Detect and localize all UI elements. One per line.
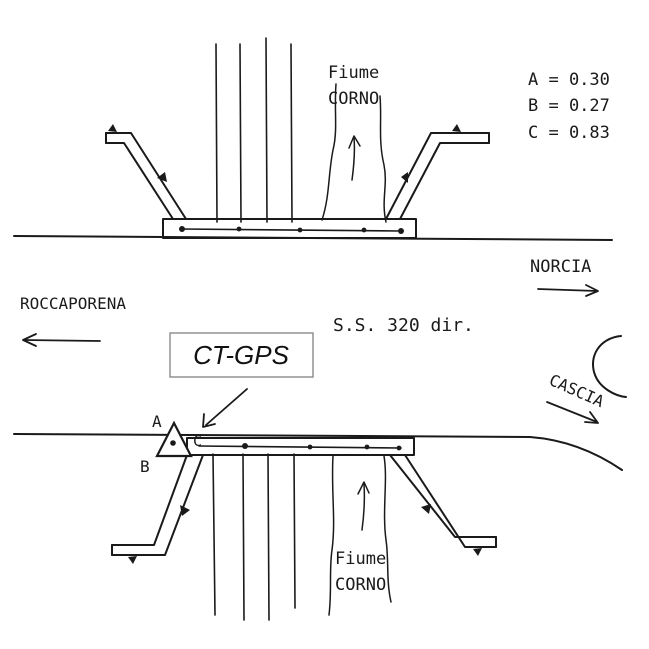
- point-b-label: B: [140, 457, 150, 476]
- river-top-label-2: CORNO: [328, 89, 379, 109]
- channel-lines: [212, 37, 296, 621]
- river-bottom-label-1: Fiume: [335, 549, 386, 569]
- lower-bridge-deck: [186, 437, 415, 456]
- measurement-c: C = 0.83: [528, 123, 610, 143]
- measurement-b: B = 0.27: [528, 96, 610, 116]
- measurements: A = 0.30 B = 0.27 C = 0.83: [528, 70, 610, 143]
- arrow-right-icon: [537, 284, 599, 297]
- upper-right-wing: [385, 124, 490, 220]
- cascia-curve: [592, 335, 627, 398]
- river-upper: [321, 83, 387, 223]
- upper-left-wing: [105, 124, 187, 220]
- direction-norcia-label: NORCIA: [530, 257, 591, 277]
- ct-gps-label-box: CT-GPS: [169, 332, 314, 378]
- ct-gps-label: CT-GPS: [193, 340, 289, 370]
- road-name-label: S.S. 320 dir.: [333, 315, 474, 336]
- station-leader-line: [202, 388, 248, 428]
- lower-left-wing: [111, 454, 204, 564]
- arrow-left-icon: [22, 333, 101, 347]
- arrow-cascia-icon: [546, 401, 599, 424]
- lower-road-line: [13, 433, 623, 471]
- direction-roccaporena-label: ROCCAPORENA: [20, 294, 126, 313]
- point-c-label: C: [193, 432, 202, 450]
- upper-bridge-deck: [162, 218, 417, 239]
- gps-station-triangle-icon: [155, 420, 193, 458]
- point-a-label: A: [152, 412, 162, 431]
- river-bottom-label-2: CORNO: [335, 575, 386, 595]
- river-top-label-1: Fiume: [328, 63, 379, 83]
- measurement-a: A = 0.30: [528, 70, 610, 90]
- river-lower: [328, 455, 392, 616]
- lower-right-wing: [389, 454, 497, 556]
